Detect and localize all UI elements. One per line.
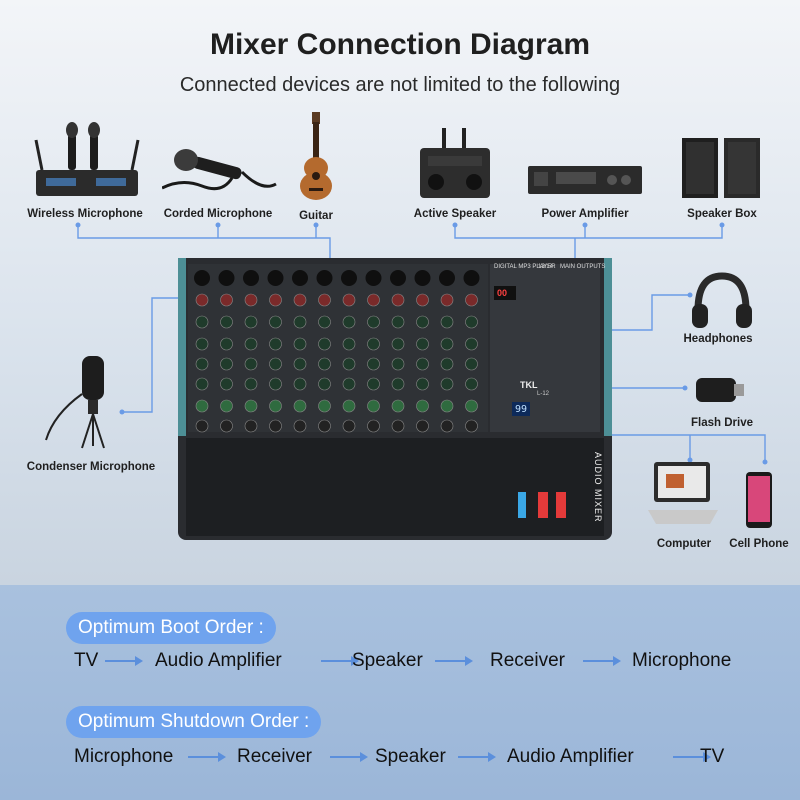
shutdown-order-step: TV xyxy=(700,746,725,767)
audio-mixer-illustration xyxy=(178,258,612,540)
label-computer: Computer xyxy=(656,538,712,550)
shutdown-order-step: Receiver xyxy=(237,746,312,767)
flash-drive-icon xyxy=(696,378,744,402)
headphones-icon xyxy=(692,272,752,328)
power-amplifier-icon xyxy=(528,166,642,194)
wire-output-bus xyxy=(454,225,723,239)
label-corded-microphone: Corded Microphone xyxy=(163,208,273,220)
guitar-icon xyxy=(300,112,332,200)
mixer-1314-label: 13/14 xyxy=(538,264,554,270)
label-speaker-box: Speaker Box xyxy=(687,208,757,220)
label-active-speaker: Active Speaker xyxy=(413,208,497,220)
arrow-right-icon xyxy=(321,656,359,666)
label-wireless-microphone: Wireless Microphone xyxy=(27,208,143,220)
wire-input-bus xyxy=(77,225,331,258)
mixer-side-label: AUDIO MIXER xyxy=(593,452,603,523)
mixer-effect-display: 99 xyxy=(515,404,528,415)
shutdown-order-step: Microphone xyxy=(74,746,174,767)
mixer-mp3-display: 00 xyxy=(497,288,508,298)
mixer-brand: TKL xyxy=(520,380,538,390)
arrow-right-icon xyxy=(434,656,473,666)
label-condenser-microphone: Condenser Microphone xyxy=(26,461,156,473)
boot-order-sequence: TV Audio Amplifier Speaker Receiver Micropho… xyxy=(74,650,774,676)
active-speaker-icon xyxy=(420,128,490,198)
boot-order-step: Microphone xyxy=(632,650,732,671)
wireless-microphone-icon xyxy=(34,122,140,196)
boot-order-step: Receiver xyxy=(490,650,565,671)
computer-icon xyxy=(648,462,718,524)
mixer-main-outputs-label: MAIN OUTPUTS xyxy=(560,264,606,270)
speaker-box-icon xyxy=(682,138,760,198)
boot-order-step: TV xyxy=(74,650,99,671)
wire-headphones xyxy=(600,294,690,331)
shutdown-order-sequence: Microphone Receiver Speaker Audio Amplifier… xyxy=(74,746,774,772)
arrow-right-icon xyxy=(330,752,369,762)
label-power-amplifier: Power Amplifier xyxy=(541,208,629,220)
wire-cell-phone xyxy=(595,405,766,462)
arrow-right-icon xyxy=(104,656,143,666)
label-headphones: Headphones xyxy=(683,333,753,345)
arrow-right-icon xyxy=(673,752,711,762)
mixer-model: L-12 xyxy=(537,391,550,397)
boot-order-step: Speaker xyxy=(352,650,423,671)
shutdown-order-step: Speaker xyxy=(375,746,446,767)
label-cell-phone: Cell Phone xyxy=(729,538,789,550)
shutdown-order-step: Audio Amplifier xyxy=(507,746,634,767)
arrow-right-icon xyxy=(188,752,226,762)
wire-condenser-mic xyxy=(122,297,180,413)
page-subtitle: Connected devices are not limited to the… xyxy=(179,74,621,96)
label-flash-drive: Flash Drive xyxy=(691,417,753,429)
boot-order-step: Audio Amplifier xyxy=(155,650,282,671)
cell-phone-icon xyxy=(746,472,772,528)
arrow-right-icon xyxy=(583,656,622,666)
corded-microphone-icon xyxy=(162,149,277,191)
label-guitar: Guitar xyxy=(299,210,333,222)
shutdown-order-label: Optimum Shutdown Order : xyxy=(66,706,322,738)
arrow-right-icon xyxy=(457,752,496,762)
mixer-player-label: DIGITAL MP3 PLAYER xyxy=(494,264,556,270)
condenser-microphone-icon xyxy=(45,356,105,449)
page-title: Mixer Connection Diagram xyxy=(209,28,591,61)
boot-order-label: Optimum Boot Order : xyxy=(66,612,276,644)
